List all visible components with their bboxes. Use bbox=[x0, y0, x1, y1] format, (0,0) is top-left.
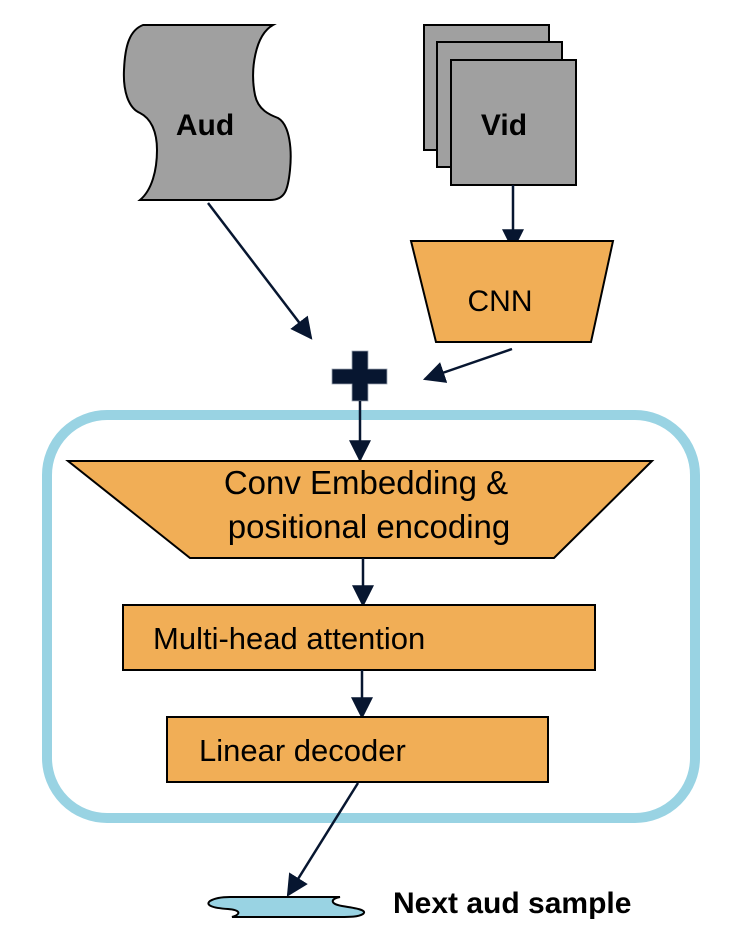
output-node: Next aud sample bbox=[207, 887, 631, 920]
video-frame-front bbox=[450, 59, 577, 186]
attention-shape bbox=[122, 604, 596, 671]
output-tape-shape bbox=[207, 896, 366, 918]
transformer-block-container bbox=[42, 410, 700, 823]
decoder-shape bbox=[166, 716, 549, 783]
attention-label: Multi-head attention bbox=[153, 621, 425, 656]
decoder-node: Linear decoder bbox=[166, 716, 549, 783]
decoder-label: Linear decoder bbox=[199, 733, 406, 768]
video-input-node: Vid bbox=[423, 24, 577, 186]
conv-embedding-shape bbox=[65, 460, 655, 559]
attention-node: Multi-head attention bbox=[122, 604, 596, 671]
conv-embedding-label-line2: positional encoding bbox=[228, 508, 511, 545]
combine-plus-icon bbox=[331, 350, 388, 402]
video-input-label: Vid bbox=[481, 109, 527, 142]
audio-input-node: Aud bbox=[122, 24, 292, 201]
arrow-audio-to-combine bbox=[207, 202, 313, 340]
cnn-label: CNN bbox=[468, 285, 533, 318]
arrow-cnn-to-combine bbox=[422, 347, 513, 383]
conv-embedding-label-line1: Conv Embedding & bbox=[224, 464, 508, 501]
punched-tape-shape bbox=[122, 24, 292, 201]
cnn-shape bbox=[409, 240, 615, 343]
arrow-decoder-to-output bbox=[286, 782, 360, 897]
cnn-node: CNN bbox=[409, 240, 615, 343]
audio-input-label: Aud bbox=[176, 109, 234, 142]
conv-embedding-node: Conv Embedding & positional encoding bbox=[65, 460, 655, 559]
output-label: Next aud sample bbox=[393, 887, 631, 920]
